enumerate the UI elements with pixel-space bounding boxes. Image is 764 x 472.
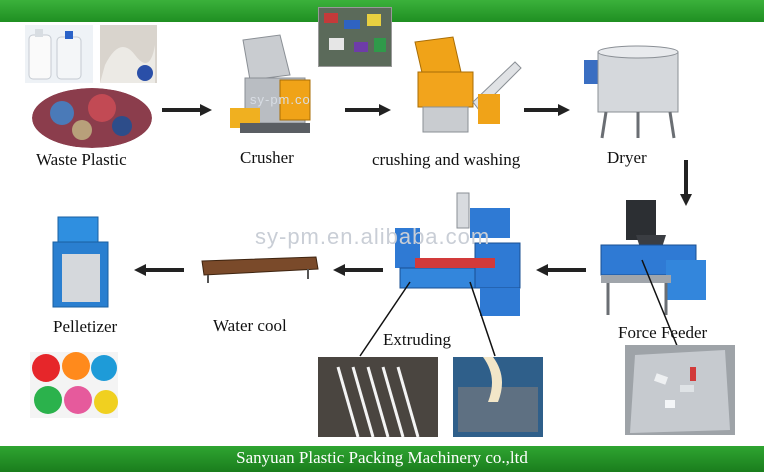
water-cool-image: [198, 255, 320, 285]
label-dryer: Dryer: [607, 148, 647, 167]
waste-bottles-image: [25, 25, 93, 83]
die-closeup-image: [453, 357, 543, 437]
crusher-image: [225, 30, 325, 140]
arrow-left-icon: [134, 264, 184, 276]
footer-bar: [0, 446, 764, 472]
watermark-text: sy-pm.en.alibaba.com: [255, 224, 491, 249]
label-water-cool: Water cool: [213, 316, 287, 335]
footer-company-name: Sanyuan Plastic Packing Machinery co.,lt…: [236, 448, 528, 467]
arrow-right-icon: [524, 104, 570, 116]
crushing-washing-image: [403, 32, 523, 142]
label-waste-plastic: Waste Plastic: [36, 150, 127, 169]
waste-pile-image: [32, 88, 152, 148]
extruder-image: [385, 188, 535, 328]
pointer-line: [641, 259, 681, 354]
label-crusher: Crusher: [240, 148, 294, 167]
label-extruding: Extruding: [383, 330, 451, 349]
label-force-feeder: Force Feeder: [618, 323, 708, 342]
pointer-lines: [359, 281, 496, 357]
arrow-left-icon: [536, 264, 586, 276]
waste-film-image: [100, 25, 157, 83]
pelletizer-image: [48, 212, 116, 312]
arrow-right-icon: [345, 104, 391, 116]
arrow-right-icon: [162, 104, 212, 116]
label-pelletizer: Pelletizer: [53, 317, 118, 336]
feeder-closeup-image: [625, 345, 735, 435]
pellets-image: [30, 352, 118, 418]
strands-closeup-image: [318, 357, 438, 437]
arrow-down-icon: [680, 160, 692, 206]
arrow-left-icon: [333, 264, 383, 276]
label-crushing-washing: crushing and washing: [372, 150, 521, 169]
crushed-flakes-image: [318, 7, 392, 67]
crusher-watermark: sy-pm.co: [250, 92, 311, 107]
dryer-image: [578, 40, 688, 140]
